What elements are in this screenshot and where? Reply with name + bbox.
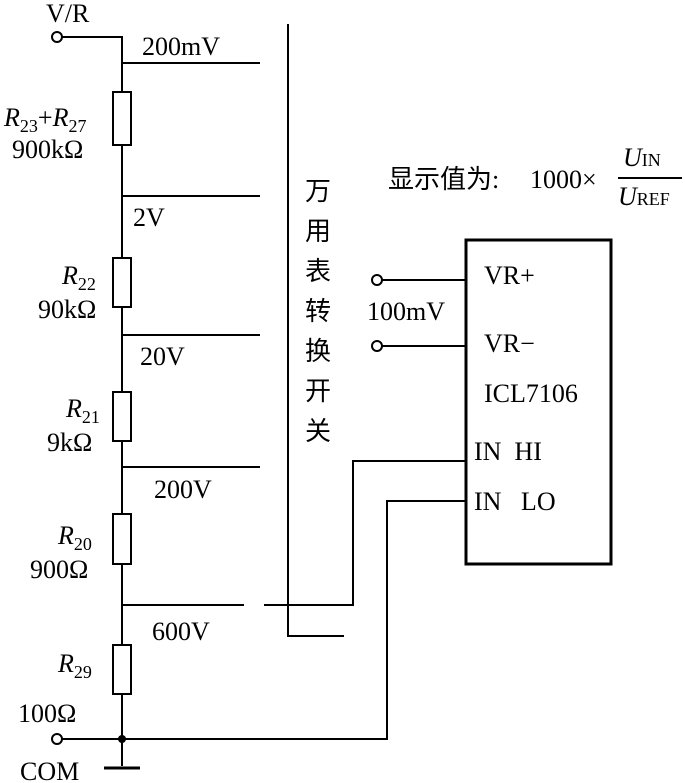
resistor-r29 bbox=[112, 644, 132, 695]
range-label-200mV: 200mV bbox=[142, 32, 220, 61]
reference-input-label: 100mV bbox=[367, 297, 445, 326]
range-label-600V: 600V bbox=[152, 617, 210, 646]
pin-label-vr-plus: VR+ bbox=[484, 261, 535, 290]
com-label: COM bbox=[20, 757, 79, 783]
formula-prefix: 显示值为: bbox=[388, 165, 499, 194]
pin-label-in-lo: IN LO bbox=[474, 487, 556, 516]
formula-factor: 1000× bbox=[530, 165, 597, 194]
resistor-r20 bbox=[112, 513, 132, 565]
switch-label-char-6: 开 bbox=[305, 377, 331, 406]
range-label-2V: 2V bbox=[133, 203, 165, 232]
resistor-r22 bbox=[112, 257, 132, 308]
resistor-r23-r27-value: 900kΩ bbox=[12, 135, 83, 164]
icl7106-chip bbox=[464, 238, 613, 566]
switch-label-char-2: 用 bbox=[305, 217, 331, 246]
vr-terminal bbox=[51, 31, 63, 43]
switch-label-char-7: 关 bbox=[305, 417, 331, 446]
switch-label-char-5: 换 bbox=[305, 337, 331, 366]
vref-minus-terminal bbox=[371, 340, 383, 352]
resistor-r22-label: R22 bbox=[61, 261, 96, 294]
vr-terminal-label: V/R bbox=[46, 0, 90, 28]
formula-denominator: UREF bbox=[618, 182, 670, 211]
com-terminal bbox=[51, 733, 63, 745]
range-label-200V: 200V bbox=[154, 475, 212, 504]
formula-numerator: UIN bbox=[623, 143, 661, 172]
resistor-r20-value: 900Ω bbox=[30, 555, 88, 584]
switch-label-char-1: 万 bbox=[305, 177, 331, 206]
pin-label-vr-minus: VR− bbox=[484, 329, 535, 358]
com-junction-dot bbox=[118, 735, 126, 743]
in-lo-wire bbox=[62, 500, 466, 740]
resistor-r21 bbox=[112, 391, 132, 442]
switch-label-char-4: 转 bbox=[305, 297, 331, 326]
resistor-r29-label: R29 bbox=[57, 649, 92, 682]
chip-name: ICL7106 bbox=[484, 379, 578, 408]
pin-label-in-hi: IN HI bbox=[474, 437, 542, 466]
in-hi-wire bbox=[264, 460, 466, 606]
resistor-r23-r27-label: R23+R27 bbox=[3, 103, 86, 136]
resistor-r29-value: 100Ω bbox=[18, 699, 76, 728]
resistor-r21-value: 9kΩ bbox=[47, 428, 92, 457]
resistor-r23-r27 bbox=[112, 91, 132, 146]
switch-label-char-3: 表 bbox=[305, 257, 331, 286]
resistor-r22-value: 90kΩ bbox=[38, 295, 96, 324]
range-label-20V: 20V bbox=[140, 342, 185, 371]
vref-plus-terminal bbox=[371, 274, 383, 286]
switch-contact-line bbox=[287, 24, 344, 637]
vr-input-wire bbox=[62, 36, 123, 92]
resistor-r21-label: R21 bbox=[65, 394, 100, 427]
resistor-r20-label: R20 bbox=[57, 521, 92, 554]
